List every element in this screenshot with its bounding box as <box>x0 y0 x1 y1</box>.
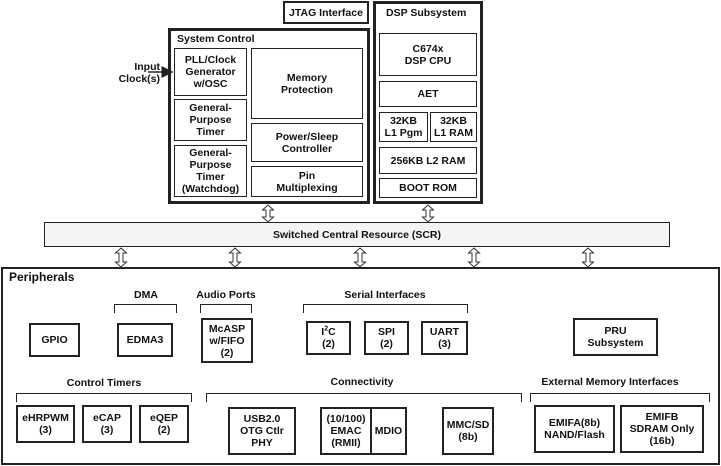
spi: SPI (2) <box>364 321 409 355</box>
serial-interfaces-group-title: Serial Interfaces <box>344 289 426 301</box>
edma3: EDMA3 <box>117 323 173 357</box>
jtag-interface: JTAG Interface <box>283 1 369 24</box>
control-timers-group-bracket <box>16 393 192 402</box>
i2c: I2C (2) <box>306 321 351 355</box>
general-purpose-timer: General- Purpose Timer <box>174 99 247 141</box>
pin-multiplexing: Pin Multiplexing <box>251 166 363 197</box>
input-clock-label: Input Clock(s) <box>118 61 160 85</box>
sysctl-to-scr-arrow <box>261 204 275 223</box>
aet: AET <box>379 81 477 107</box>
l2-ram: 256KB L2 RAM <box>379 147 477 174</box>
mcasp: McASP w/FIFO (2) <box>201 318 253 363</box>
memory-protection: Memory Protection <box>251 48 363 119</box>
pll-clock-generator: PLL/Clock Generator w/OSC <box>174 48 247 96</box>
mmc-sd: MMC/SD (8b) <box>442 407 494 455</box>
system-control-title: System Control <box>177 33 255 45</box>
audio-ports-group-title: Audio Ports <box>196 289 256 301</box>
usb2-otg-controller: USB2.0 OTG Ctlr PHY <box>228 407 296 455</box>
ecap: eCAP (3) <box>82 405 132 443</box>
emifb: EMIFB SDRAM Only (16b) <box>620 405 704 453</box>
audio-ports-group-bracket <box>200 304 252 313</box>
l1-program-memory: 32KB L1 Pgm <box>379 112 428 142</box>
dma-group-bracket <box>114 304 177 313</box>
external-memory-group-title: External Memory Interfaces <box>541 376 679 388</box>
boot-rom: BOOT ROM <box>379 178 477 198</box>
scr-to-peripherals-arrow-4 <box>467 247 481 268</box>
scr-to-peripherals-arrow-3 <box>353 247 367 268</box>
emac: (10/100) EMAC (RMII) <box>320 407 372 455</box>
connectivity-group-title: Connectivity <box>330 376 394 388</box>
i2c-label: I2C <box>321 325 336 339</box>
c674x-dsp-cpu: C674x DSP CPU <box>379 33 477 76</box>
scr-to-peripherals-arrow-1 <box>114 247 128 268</box>
peripherals-title: Peripherals <box>9 270 75 284</box>
ehrpwm: eHRPWM (3) <box>16 405 75 443</box>
i2c-count: (2) <box>322 338 335 350</box>
eqep: eQEP (2) <box>139 405 189 443</box>
uart: UART (3) <box>421 321 468 355</box>
mdio: MDIO <box>370 407 407 455</box>
serial-interfaces-group-bracket <box>303 304 468 313</box>
connectivity-group-bracket <box>206 393 522 402</box>
l1-ram: 32KB L1 RAM <box>430 112 477 142</box>
power-sleep-controller: Power/Sleep Controller <box>251 123 363 162</box>
pru-subsystem: PRU Subsystem <box>573 318 658 356</box>
emifa: EMIFA(8b) NAND/Flash <box>534 405 615 453</box>
general-purpose-timer-watchdog: General- Purpose Timer (Watchdog) <box>174 145 247 197</box>
switched-central-resource: Switched Central Resource (SCR) <box>44 222 670 247</box>
control-timers-group-title: Control Timers <box>66 377 142 389</box>
gpio: GPIO <box>29 323 80 357</box>
scr-to-peripherals-arrow-2 <box>228 247 242 268</box>
dma-group-title: DMA <box>134 289 158 301</box>
dsp-subsystem-title: DSP Subsystem <box>386 7 467 19</box>
scr-to-peripherals-arrow-5 <box>581 247 595 268</box>
dsp-to-scr-arrow <box>421 204 435 223</box>
external-memory-group-bracket <box>530 393 710 402</box>
